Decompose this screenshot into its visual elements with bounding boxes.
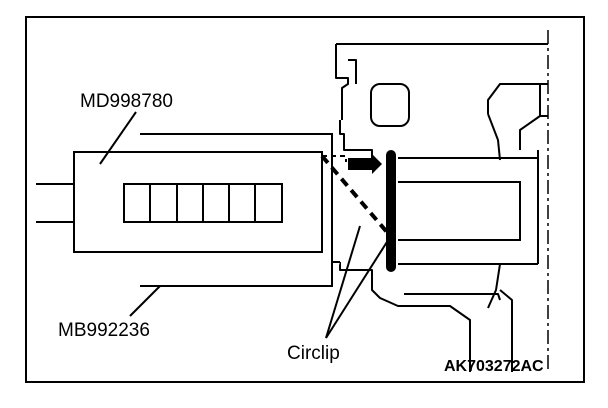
tool-shaft — [36, 183, 74, 223]
shaft — [398, 157, 538, 265]
leader-lines — [99, 111, 393, 339]
housing — [335, 43, 548, 372]
circlip-label: Circlip — [287, 343, 340, 364]
figure-frame — [25, 16, 585, 383]
tool-label-mb992236: MB992236 — [58, 320, 150, 341]
dashed-motion-line — [320, 154, 394, 240]
arrow-head — [348, 154, 382, 174]
tool-label-md998780: MD998780 — [80, 91, 173, 112]
tool-md998780 — [73, 151, 323, 253]
figure-code: AK703272AC — [444, 358, 544, 375]
circlip — [386, 150, 396, 272]
dashed-link — [322, 155, 347, 162]
